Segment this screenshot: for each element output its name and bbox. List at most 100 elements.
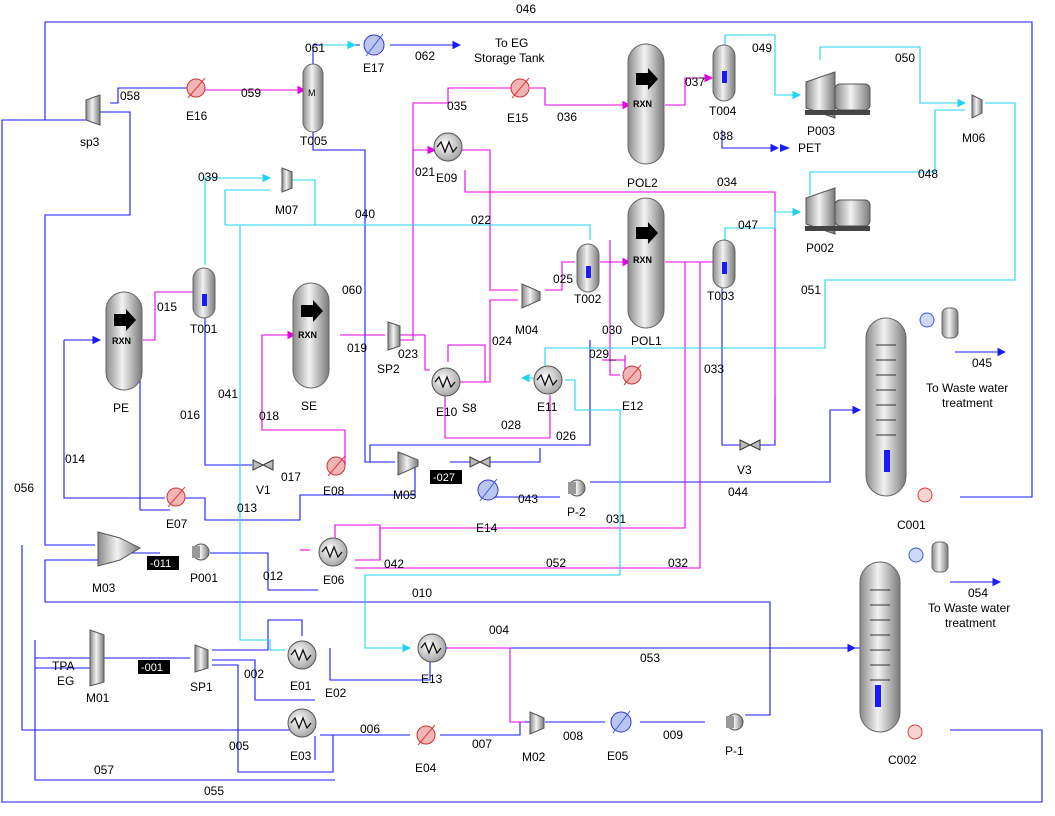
tank-t005[interactable]: M	[302, 63, 324, 133]
stream-label-33: 014	[65, 452, 85, 466]
unit-label-s8: S8	[462, 401, 477, 415]
stream-label-28: 041	[218, 387, 238, 401]
reactor-pol2[interactable]: RXN	[627, 43, 665, 165]
stream-label-22: 019	[347, 341, 367, 355]
unit-label-c001: C001	[897, 518, 926, 532]
reactor-se[interactable]: RXN	[292, 282, 330, 389]
stream-label-26: 030	[602, 323, 622, 337]
stream-label-53: 005	[229, 739, 249, 753]
stream-label-14: 021	[415, 165, 435, 179]
waste-water-label-2b: treatment	[945, 616, 996, 630]
unit-label-m02: M02	[522, 750, 546, 764]
tank-t003[interactable]	[712, 239, 736, 289]
stream-label-41: 042	[384, 557, 404, 571]
splitter-sp2	[387, 321, 401, 351]
unit-label-e10: E10	[436, 405, 458, 419]
reactor-pe[interactable]: RXN	[105, 291, 143, 391]
waste-water-label-1a: To Waste water	[926, 381, 1008, 395]
stream-label-9: 049	[752, 41, 772, 55]
mixer-m07	[281, 167, 293, 193]
compressor-p003[interactable]	[805, 71, 871, 119]
stream-label-17: 022	[471, 213, 491, 227]
unit-label-e03: E03	[290, 749, 312, 763]
stream-label-13: 040	[355, 207, 375, 221]
pet-label: PET	[798, 141, 822, 155]
heater-e12	[622, 364, 642, 386]
unit-label-e01: E01	[290, 679, 312, 693]
unit-label-v3: V3	[737, 463, 752, 477]
stream-label-5: 056	[14, 481, 34, 495]
polymer-streams	[143, 73, 776, 723]
exchanger-e10	[431, 367, 461, 397]
stream-label-55: 055	[204, 784, 224, 798]
black-tag-027: -027	[430, 470, 462, 484]
stream-label-48: 006	[360, 722, 380, 736]
svg-text:-001: -001	[141, 662, 163, 674]
stream-label-49: 007	[472, 737, 492, 751]
unit-label-e09: E09	[436, 171, 458, 185]
unit-label-p-2: P-2	[567, 505, 586, 519]
exchanger-icons	[287, 132, 563, 738]
to-eg-label: To EG	[495, 36, 528, 50]
column-c001[interactable]	[865, 307, 959, 503]
unit-label-p001: P001	[190, 571, 218, 585]
unit-label-e16: E16	[186, 109, 208, 123]
unit-label-sp3: sp3	[80, 135, 100, 149]
tank-t002[interactable]	[576, 243, 600, 293]
unit-label-t004: T004	[709, 104, 737, 118]
exchanger-e11	[533, 365, 563, 395]
pump-p001	[192, 543, 210, 561]
stream-label-35: 044	[728, 485, 748, 499]
unit-label-m06: M06	[962, 131, 986, 145]
mixer-m02	[529, 711, 545, 735]
unit-label-pol1: POL1	[631, 334, 662, 348]
unit-label-t001: T001	[190, 322, 218, 336]
stream-label-45: 004	[489, 623, 509, 637]
cooler-e17	[363, 33, 385, 57]
tank-t001[interactable]	[192, 267, 216, 319]
heater-e15	[510, 77, 530, 99]
waste-water-label-2a: To Waste water	[928, 601, 1010, 615]
stream-label-27: 016	[180, 408, 200, 422]
column-c002[interactable]	[859, 541, 949, 740]
stream-label-25: 029_	[589, 347, 616, 361]
stream-label-20: 015	[157, 300, 177, 314]
unit-label-t005: T005	[300, 134, 328, 148]
splitter-sp1	[194, 644, 209, 673]
unit-label-pe: PE	[113, 401, 129, 415]
unit-label-e08: E08	[323, 484, 345, 498]
compressor-p002[interactable]	[805, 187, 871, 235]
unit-label-p003: P003	[807, 124, 835, 138]
stream-054-label: 054	[968, 586, 988, 600]
exchanger-e13	[417, 633, 447, 663]
stream-label-34: 017	[281, 470, 301, 484]
stream-label-50: 008	[563, 729, 583, 743]
stream-label-6: 035	[447, 99, 467, 113]
tank-t004[interactable]	[712, 44, 736, 102]
svg-text:RXN: RXN	[298, 330, 317, 340]
stream-label-47: E02	[325, 686, 347, 700]
black-tag-011: -011	[147, 556, 179, 570]
stream-label-51: 009	[663, 728, 683, 742]
mixer-m01	[89, 629, 105, 687]
unit-label-e06: E06	[323, 573, 345, 587]
stream-label-37: 013	[237, 501, 257, 515]
feed-eg-label: EG	[57, 674, 74, 688]
mixer-icons	[85, 94, 983, 735]
stream-label-15: 034	[717, 175, 737, 189]
unit-label-p002: P002	[806, 241, 834, 255]
heater-e08	[326, 455, 346, 477]
svg-text:RXN: RXN	[112, 336, 131, 346]
storage-tank-label: Storage Tank	[474, 51, 545, 65]
unit-label-e15: E15	[507, 111, 529, 125]
valve-027	[469, 456, 491, 468]
reactor-pol1[interactable]: RXN	[627, 197, 665, 329]
stream-label-31: 026	[556, 429, 576, 443]
stream-label-21: 060	[342, 283, 362, 297]
heater-e16	[186, 77, 206, 99]
unit-label-t002: T002	[574, 292, 602, 306]
stream-label-10: 050	[895, 51, 915, 65]
stream-label-11: 038	[713, 129, 733, 143]
